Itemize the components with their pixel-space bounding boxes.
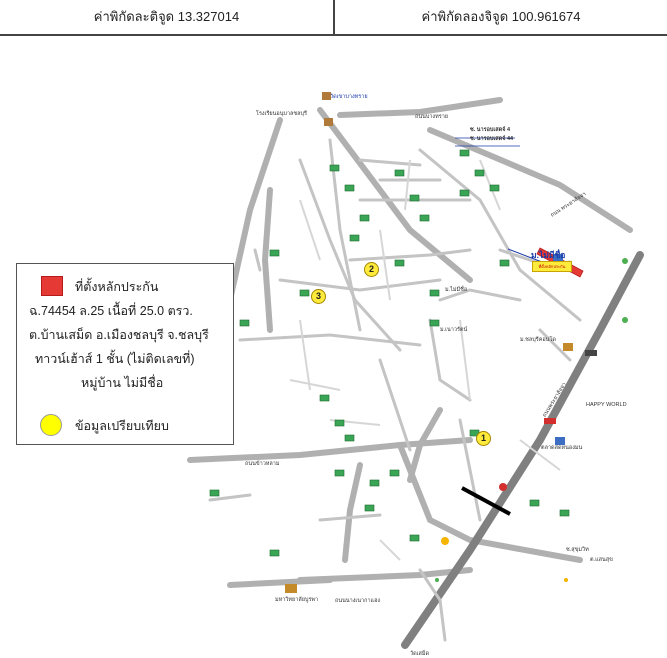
comparable-legend-label: ข้อมูลเปรียบเทียบ: [75, 419, 169, 433]
subject-road-line: [507, 248, 543, 263]
road-network: [187, 92, 644, 649]
label-talad: ตลาดสดหนองมน: [541, 445, 583, 451]
label-village-b: ม.เนาวรัตน์: [440, 327, 468, 333]
label-school-top: โรงเรียนอนุบาลชลบุรี: [256, 111, 307, 117]
label-temple-top: วัดเขาบางทราย: [330, 94, 368, 100]
legend-village-line: หมู่บ้าน ไม่มีชื่อ: [81, 376, 164, 390]
comparable-legend-swatch: [40, 414, 62, 436]
landmark-icons: [285, 92, 628, 593]
longitude-label: ค่าพิกัดลองจิจูด 100.961674: [421, 9, 581, 24]
latitude-label: ค่าพิกัดละติจูด 13.327014: [93, 9, 240, 24]
label-road-bangsai: ถนนบางทราย: [415, 114, 449, 120]
label-soi-narab: ซ. นารอบเสดจ์ 44: [470, 136, 514, 142]
legend-location-line: ต.บ้านเสม็ด อ.เมืองชลบุรี จ.ชลบุรี: [29, 328, 209, 342]
soi-lines: [455, 137, 520, 147]
label-happy-world: HAPPY WORLD: [586, 402, 627, 408]
header-divider: [333, 0, 335, 34]
label-village-a: ม.ชลบุรีคอนโด: [520, 337, 556, 343]
label-village-c: ม.ไม่มีชื่อ: [445, 287, 468, 293]
coordinate-header: ค่าพิกัดละติจูด 13.327014 ค่าพิกัดลองจิจ…: [0, 0, 667, 36]
label-road-bottom: ถนนนางเนากาแฮง: [335, 598, 381, 604]
subject-legend-swatch: [41, 276, 63, 296]
legend-type-line: ทาวน์เฮ้าส์ 1 ชั้น (ไม่ติดเลขที่): [35, 352, 195, 366]
legend-deed-line: ฉ.74454 ล.25 เนื้อที่ 25.0 ตรว.: [29, 304, 193, 318]
label-saensuk: ต.แสนสุข: [590, 557, 613, 563]
label-school-bottom: มหาวิทยาลัยบูรพา: [275, 597, 319, 603]
minor-roads: [289, 159, 561, 561]
subject-site-tag: ที่ตั้งหลักประกัน: [532, 261, 572, 272]
location-map: 2 3 1 ม.ไม่มีชื่อ ที่ตั้งหลักประกัน วัดเ…: [0, 36, 667, 657]
label-sukhumvit-km: ซ.สุขุมวิท: [566, 547, 589, 553]
comparable-1-marker[interactable]: 1: [476, 431, 491, 446]
comparable-2-marker[interactable]: 2: [364, 262, 379, 277]
label-road-left: ถนนข้าวหลาม: [245, 461, 280, 467]
label-soi-charoen: ซ. นารอบเสดจ์ 4: [470, 127, 511, 133]
village-icons: [209, 149, 570, 557]
label-wat-bottom: วัดเสม็ด: [410, 651, 430, 657]
comparable-3-marker[interactable]: 3: [311, 289, 326, 304]
highway: [401, 251, 644, 649]
subject-site-name: ม.ไม่มีชื่อ: [531, 250, 566, 260]
map-legend: ที่ตั้งหลักประกัน ฉ.74454 ล.25 เนื้อที่ …: [16, 263, 234, 445]
subject-legend-label: ที่ตั้งหลักประกัน: [75, 280, 159, 294]
cross-bar-marker: [461, 486, 511, 516]
